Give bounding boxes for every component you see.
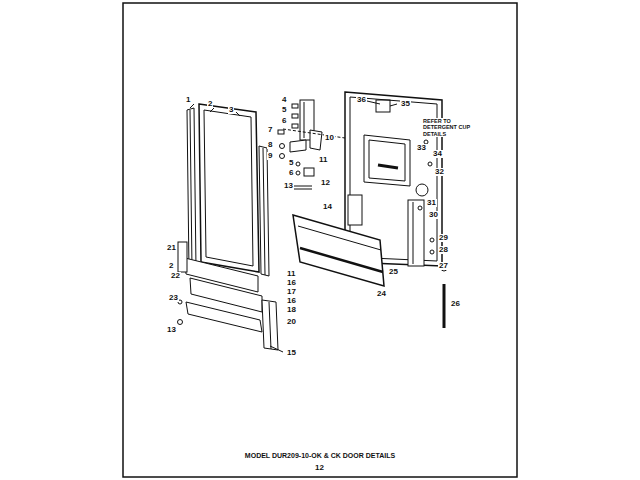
callout-number: 9 <box>267 152 273 160</box>
callout-number: 18 <box>286 306 297 314</box>
callout-number: 13 <box>166 326 177 334</box>
callout-number: 32 <box>434 168 445 176</box>
callout-number: 27 <box>438 262 449 270</box>
callout-number: 1 <box>185 96 191 104</box>
callout-number: 11 <box>286 270 296 278</box>
callout-number: 22 <box>170 272 181 280</box>
callout-number: 16 <box>286 279 297 287</box>
callout-number: 5 <box>288 159 294 167</box>
page-number: 12 <box>314 464 325 472</box>
callout-number: 30 <box>428 211 439 219</box>
callout-number: 31 <box>426 199 437 207</box>
callout-number: 35 <box>400 100 411 108</box>
callout-number: 12 <box>320 179 331 187</box>
callout-number: 21 <box>166 244 177 252</box>
diagram-title: MODEL DUR209-10-OK & CK DOOR DETAILS <box>0 452 640 459</box>
callout-number: 33 <box>416 144 427 152</box>
callout-number: 4 <box>281 96 287 104</box>
callout-number: 14 <box>322 203 333 211</box>
callout-number: 3 <box>228 106 234 114</box>
callout-number: 7 <box>267 126 273 134</box>
callout-number: 29 <box>438 234 449 242</box>
callout-number: 17 <box>286 288 297 296</box>
callout-number: 5 <box>281 106 287 114</box>
note-text: REFER TO DETERGENT CUP DETAILS <box>422 118 476 137</box>
callout-number: 10 <box>324 134 335 142</box>
callout-number: 16 <box>286 297 297 305</box>
callout-number: 25 <box>388 268 399 276</box>
callout-number: 8 <box>267 141 273 149</box>
callout-number: 26 <box>450 300 461 308</box>
callout-number: 6 <box>288 169 294 177</box>
callout-number: 28 <box>438 246 449 254</box>
callout-number: 2 <box>207 100 213 108</box>
callout-number: 34 <box>432 150 443 158</box>
callout-number: 24 <box>376 290 387 298</box>
callout-number: 15 <box>286 349 297 357</box>
callout-number: 11 <box>318 156 328 164</box>
callout-number: 6 <box>281 117 287 125</box>
callout-number: 13 <box>283 182 294 190</box>
callout-number: 2 <box>168 262 174 270</box>
callout-number: 36 <box>356 96 367 104</box>
callout-number: 20 <box>286 318 297 326</box>
callout-number: 23 <box>168 294 179 302</box>
